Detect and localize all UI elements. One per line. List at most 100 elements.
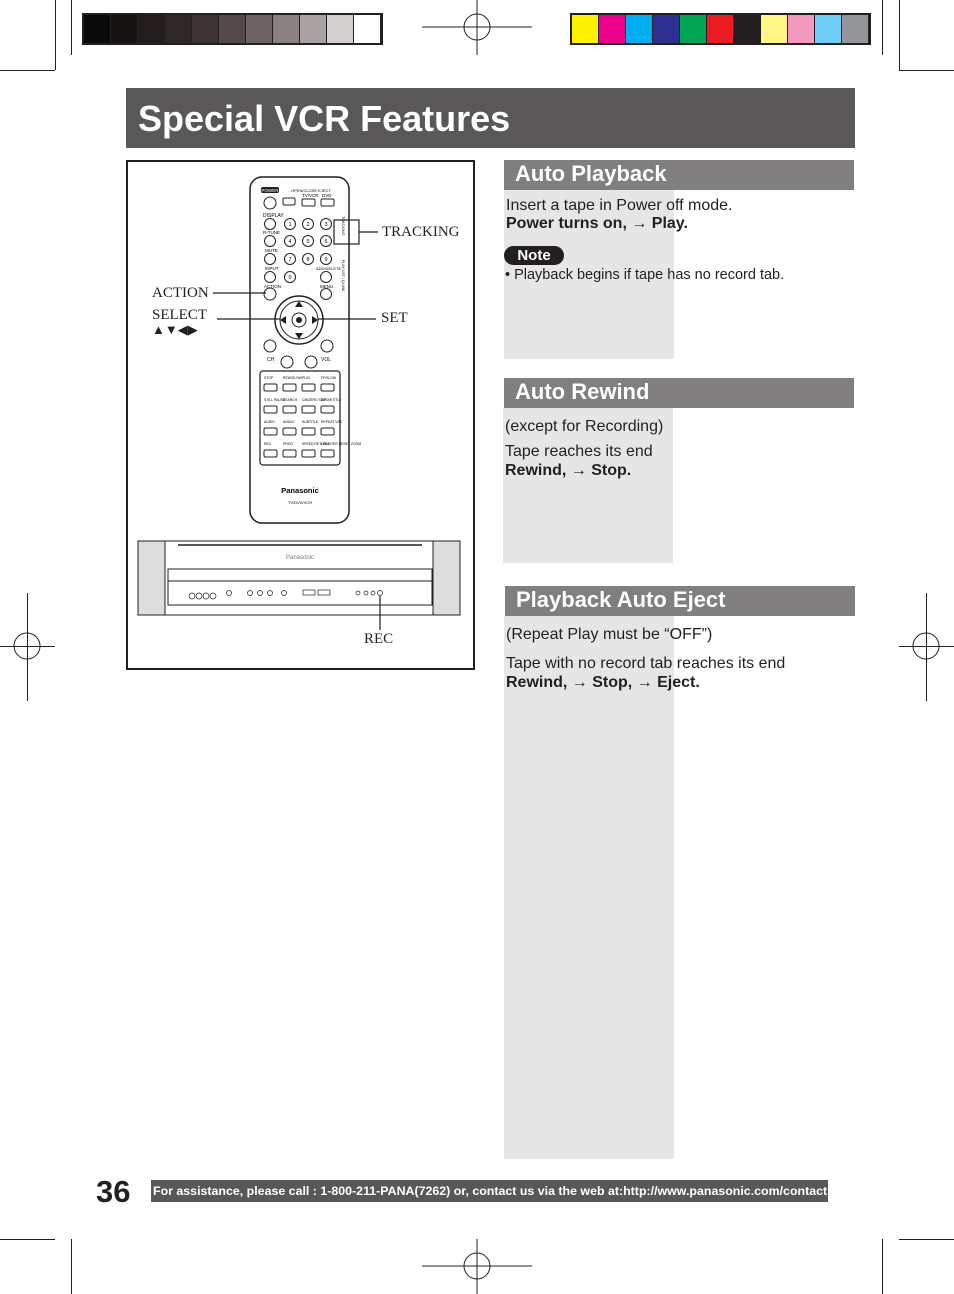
vcr-button-label: PROG [283, 442, 293, 446]
tv-brand-logo: Panasonic [286, 555, 314, 561]
power-label-pill [261, 187, 279, 193]
input-label: INPUT [265, 266, 279, 271]
digit-label: 7 [288, 257, 291, 263]
vcr-button [320, 449, 335, 458]
tv-vcr-button [301, 198, 316, 207]
vcr-button-label: AUDIO [264, 420, 275, 424]
menu-button [320, 288, 332, 300]
assistance-footer: For assistance, please call : 1-800-211-… [151, 1180, 828, 1202]
color-swatch [653, 15, 680, 43]
play-list-side-label: PLAY LIST / Q.LINK [341, 260, 345, 292]
callout-lines [213, 231, 381, 630]
vcr-button [320, 383, 335, 392]
vol-down-button [304, 355, 318, 369]
vcr-button-label: REW/SLOW [283, 376, 303, 380]
color-swatch-bar [570, 13, 871, 45]
vcr-button [263, 405, 278, 414]
color-swatch [354, 15, 381, 43]
vcr-button [282, 405, 297, 414]
vcr-button-label: PLAY [302, 376, 311, 380]
digit-button [284, 271, 296, 283]
arrow-right-icon [312, 316, 318, 324]
remote-and-tv-illustration: POWER OPEN/CLOSE EJECT TV/VCR DVD DISPLA… [137, 176, 461, 630]
note-text: • Playback begins if tape has no record … [505, 267, 785, 283]
vcr-button [282, 383, 297, 392]
digit-button [302, 235, 314, 247]
vcr-button-label: SPEED RETURN [302, 442, 329, 446]
color-swatch [111, 15, 138, 43]
dvd-label: DVD [322, 193, 332, 198]
auto-eject-line2: Tape with no record tab reaches its end [506, 655, 786, 672]
digit-label: 6 [324, 239, 327, 245]
display-label: DISPLAY [263, 213, 284, 219]
mute-button [264, 253, 276, 265]
vcr-button-label: ZOOM/TITLE [321, 398, 342, 402]
digit-button [320, 253, 332, 265]
section-heading-auto-playback: Auto Playback [504, 160, 854, 190]
vcr-button-label: SUBTITLE [302, 420, 319, 424]
digit-label: 9 [324, 257, 327, 263]
tracking-side-label: TRACKING [341, 216, 345, 236]
display-button [264, 218, 276, 230]
action-button [263, 287, 277, 301]
grayscale-swatch-bar [82, 13, 383, 45]
input-button [264, 271, 276, 283]
color-swatch [192, 15, 219, 43]
digit-label: 1 [288, 222, 291, 228]
vcr-button [263, 427, 278, 436]
arrow-down-icon [295, 333, 303, 339]
ch-up-button [263, 339, 277, 353]
digit-button [302, 253, 314, 265]
auto-eject-line3: Rewind, → Stop, → Eject. [506, 674, 700, 691]
mute-label: MUTE [265, 248, 278, 253]
auto-eject-line1: (Repeat Play must be “OFF”) [506, 626, 713, 643]
vcr-button-label: COUNTER RESET ZOOM [321, 442, 361, 446]
dvd-button [320, 198, 335, 207]
color-swatch [219, 15, 246, 43]
vcr-button-label: ANGLE [283, 420, 295, 424]
digit-label: 5 [306, 239, 309, 245]
eject-button [282, 197, 296, 206]
color-swatch [842, 15, 869, 43]
auto-playback-line2: Power turns on, → Play. [506, 215, 688, 232]
digit-label: 2 [306, 222, 309, 228]
tv-deck-slot [167, 568, 433, 582]
digit-button [320, 218, 332, 230]
vcr-button-label: REC [264, 442, 272, 446]
add-delete-button [320, 271, 332, 283]
arrow-up-icon [295, 301, 303, 307]
set-button-dot [296, 317, 302, 323]
vol-up-button [320, 339, 334, 353]
auto-playback-line1: Insert a tape in Power off mode. [506, 197, 733, 214]
vcr-button [282, 449, 297, 458]
set-callout-label: SET [381, 310, 408, 326]
color-swatch [327, 15, 354, 43]
color-swatch [680, 15, 707, 43]
digit-label: 8 [306, 257, 309, 263]
r-tune-label: R-TUNE [263, 230, 280, 235]
vcr-button [320, 427, 335, 436]
digit-button [284, 235, 296, 247]
vcr-button [263, 449, 278, 458]
color-swatch [815, 15, 842, 43]
arrow-left-icon [280, 316, 286, 324]
color-swatch [300, 15, 327, 43]
page-title: Special VCR Features [138, 98, 511, 139]
vcr-button [301, 383, 316, 392]
color-swatch [138, 15, 165, 43]
side-column-auto-playback [504, 190, 674, 359]
color-swatch [273, 15, 300, 43]
figure-frame [126, 160, 475, 670]
side-column-auto-rewind [503, 407, 673, 563]
auto-rewind-line2: Tape reaches its end [505, 443, 653, 460]
digit-button [284, 253, 296, 265]
page-number: 36 [96, 1174, 131, 1209]
color-swatch [734, 15, 761, 43]
color-swatch [707, 15, 734, 43]
vcr-button-label: STILL PAUSE [264, 398, 286, 402]
select-arrows-label: ▲▼◀▶ [152, 322, 198, 337]
vcr-button-label: SEARCH [283, 398, 298, 402]
ch-label: CH [267, 357, 275, 363]
power-button [263, 196, 277, 210]
